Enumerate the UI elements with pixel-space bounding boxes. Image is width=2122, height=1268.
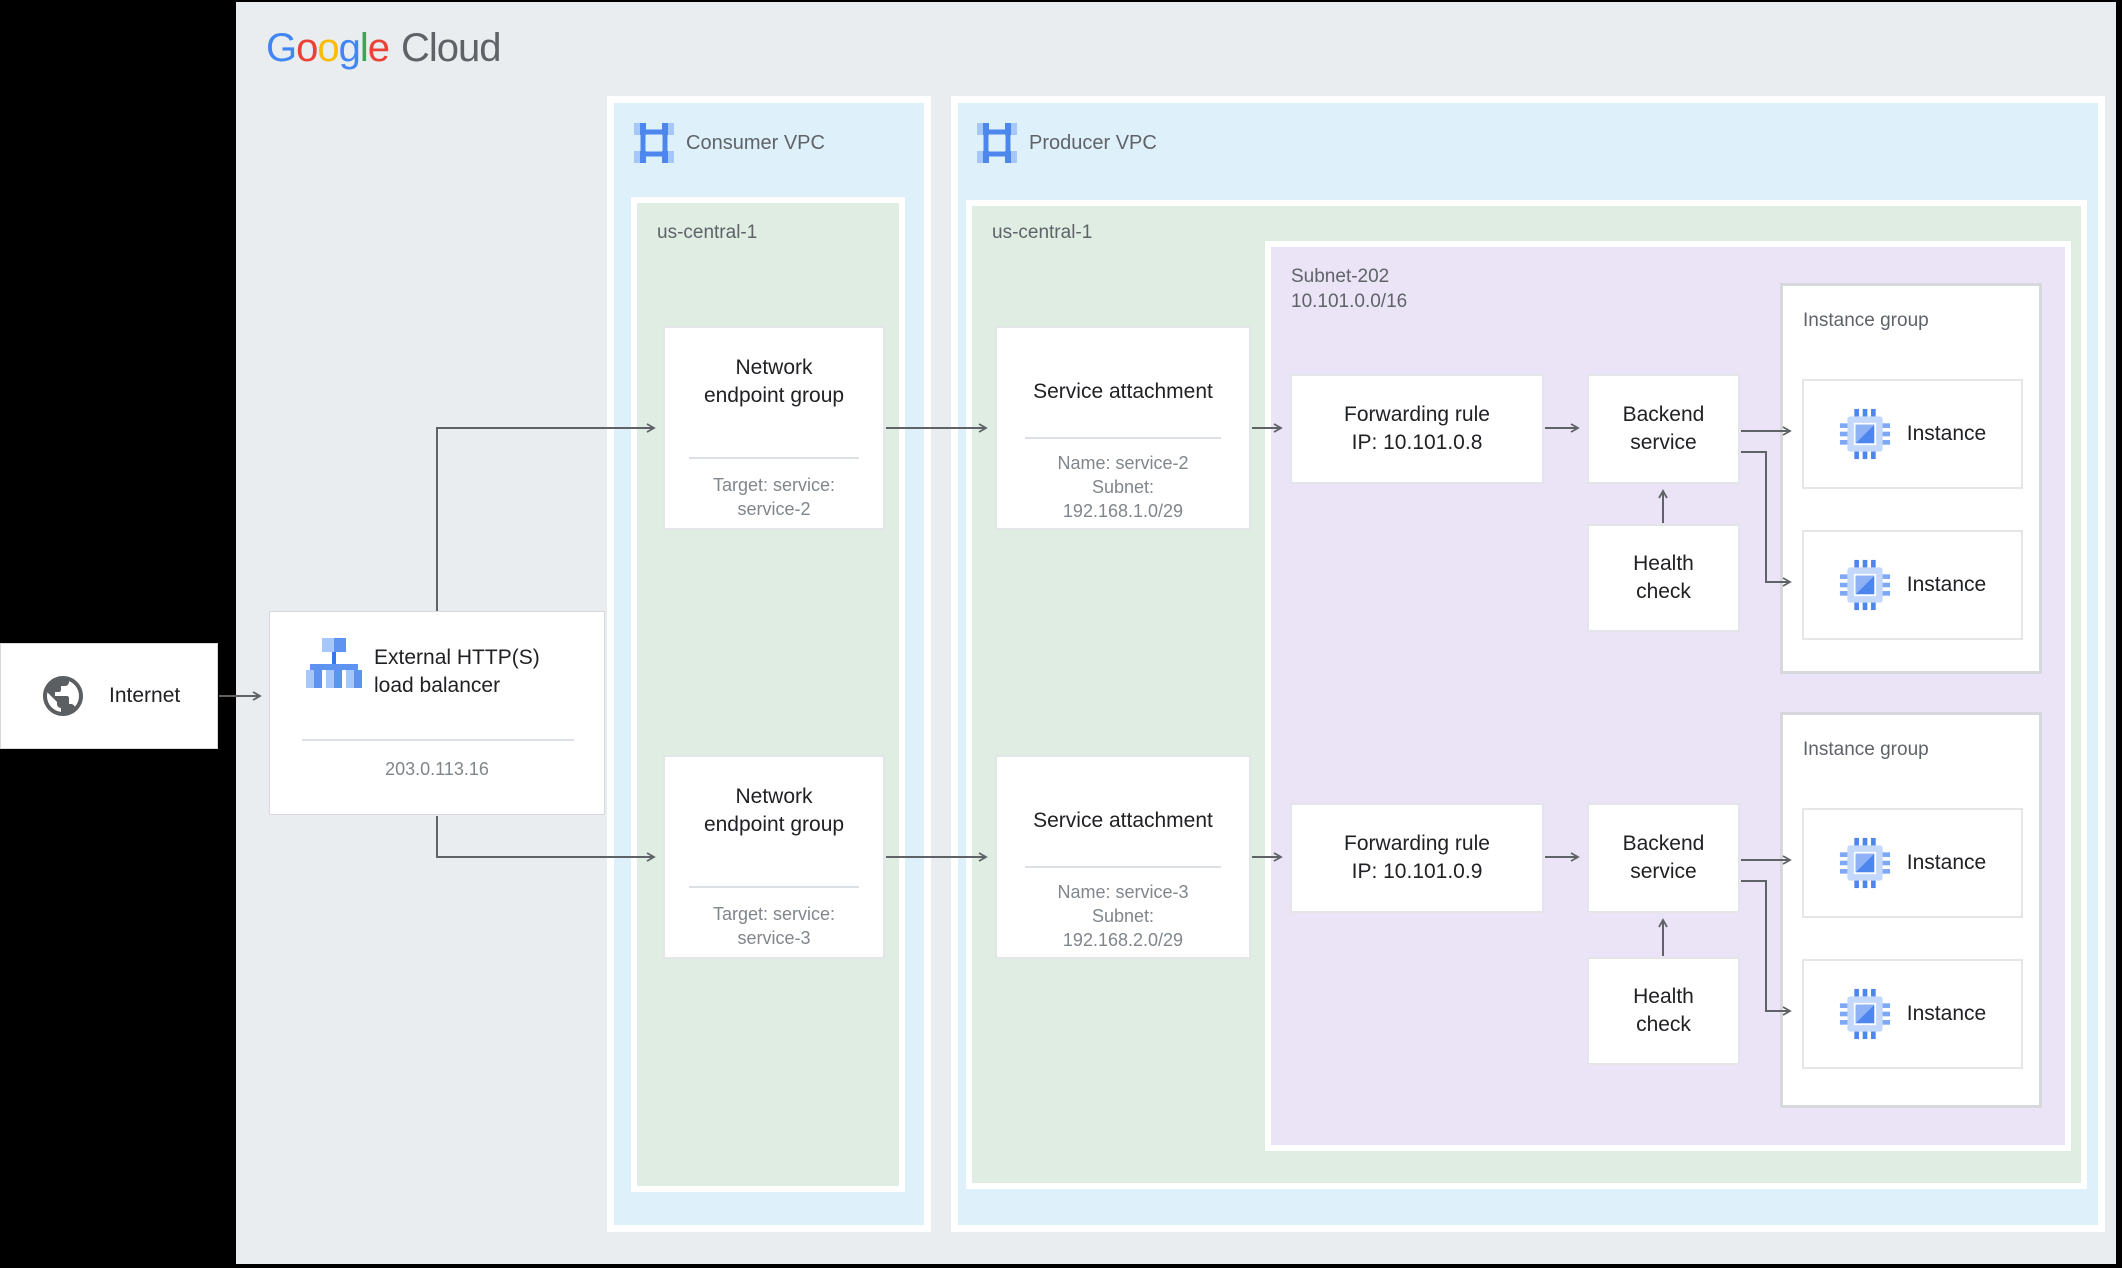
logo-letter: G	[266, 26, 297, 70]
logo-letter: e	[367, 26, 390, 70]
lb-divider	[302, 739, 574, 741]
compute-chip-icon	[1839, 559, 1891, 611]
backend-service-text: Backend service	[1622, 832, 1705, 883]
internet-label: Internet	[109, 684, 181, 707]
instance-group: Instance group Instance Ins	[1780, 712, 2042, 1108]
consumer-region-label: us-central-1	[657, 222, 758, 243]
instance-card: Instance	[1802, 379, 2023, 489]
logo-letter: o	[296, 26, 318, 70]
logo-letter: g	[338, 26, 361, 70]
health-check-text: Health check	[1633, 552, 1694, 603]
globe-icon	[39, 672, 87, 720]
neg-target: Target: service: service-3	[712, 904, 836, 948]
service-attachment-detail: Name: service-3 Subnet: 192.168.2.0/29	[1057, 882, 1189, 950]
network-endpoint-group-card: Network endpoint group Target: service: …	[663, 755, 885, 959]
neg-target: Target: service: service-2	[712, 475, 836, 519]
logo-cloud-text: Cloud	[401, 26, 502, 70]
compute-chip-icon	[1839, 837, 1891, 889]
lb-title: External HTTP(S) load balancer	[374, 646, 540, 697]
forwarding-rule-text: Forwarding rule IP: 10.101.0.9	[1344, 832, 1490, 883]
compute-chip-icon	[1839, 988, 1891, 1040]
health-check-text: Health check	[1633, 985, 1694, 1036]
network-endpoint-group-card: Network endpoint group Target: service: …	[663, 326, 885, 530]
vpc-icon	[977, 123, 1017, 163]
instance-label: Instance	[1906, 851, 1987, 874]
instance-group-label: Instance group	[1803, 310, 1929, 331]
service-attachment-title: Service attachment	[1033, 809, 1213, 832]
neg-title: Network endpoint group	[703, 356, 845, 407]
logo-letter: l	[359, 26, 369, 70]
vpc-icon	[634, 123, 674, 163]
neg-title: Network endpoint group	[703, 785, 845, 836]
compute-chip-icon	[1839, 408, 1891, 460]
instance-label: Instance	[1906, 573, 1987, 596]
health-check-card: Health check	[1587, 957, 1740, 1065]
external-lb-node: External HTTP(S) load balancer 203.0.113…	[269, 611, 605, 815]
instance-label: Instance	[1906, 422, 1987, 445]
backend-service-card: Backend service	[1587, 374, 1740, 484]
load-balancer-icon	[302, 636, 366, 692]
forwarding-rule-text: Forwarding rule IP: 10.101.0.8	[1344, 403, 1490, 454]
service-attachment-card: Service attachment Name: service-3 Subne…	[995, 755, 1251, 959]
instance-group-label: Instance group	[1803, 739, 1929, 760]
forwarding-rule-card: Forwarding rule IP: 10.101.0.9	[1290, 803, 1544, 913]
subnet-label: Subnet-202 10.101.0.0/16	[1291, 266, 1408, 312]
instance-card: Instance	[1802, 808, 2023, 918]
consumer-vpc-label: Consumer VPC	[686, 132, 825, 154]
service-attachment-title: Service attachment	[1033, 380, 1213, 403]
instance-card: Instance	[1802, 959, 2023, 1069]
backend-service-card: Backend service	[1587, 803, 1740, 913]
service-attachment-detail: Name: service-2 Subnet: 192.168.1.0/29	[1057, 453, 1189, 521]
neg-divider	[688, 886, 860, 888]
neg-divider	[688, 457, 860, 459]
producer-vpc-label: Producer VPC	[1029, 132, 1157, 154]
instance-label: Instance	[1906, 1002, 1987, 1025]
instance-group: Instance group Instance Ins	[1780, 283, 2042, 674]
service-attachment-divider	[1024, 437, 1222, 439]
producer-region-label: us-central-1	[992, 222, 1093, 243]
forwarding-rule-card: Forwarding rule IP: 10.101.0.8	[1290, 374, 1544, 484]
internet-node: Internet	[0, 643, 218, 749]
service-attachment-card: Service attachment Name: service-2 Subne…	[995, 326, 1251, 530]
lb-ip: 203.0.113.16	[385, 759, 489, 779]
health-check-card: Health check	[1587, 524, 1740, 632]
logo-letter: o	[317, 26, 339, 70]
backend-service-text: Backend service	[1622, 403, 1705, 454]
instance-card: Instance	[1802, 530, 2023, 640]
service-attachment-divider	[1024, 866, 1222, 868]
